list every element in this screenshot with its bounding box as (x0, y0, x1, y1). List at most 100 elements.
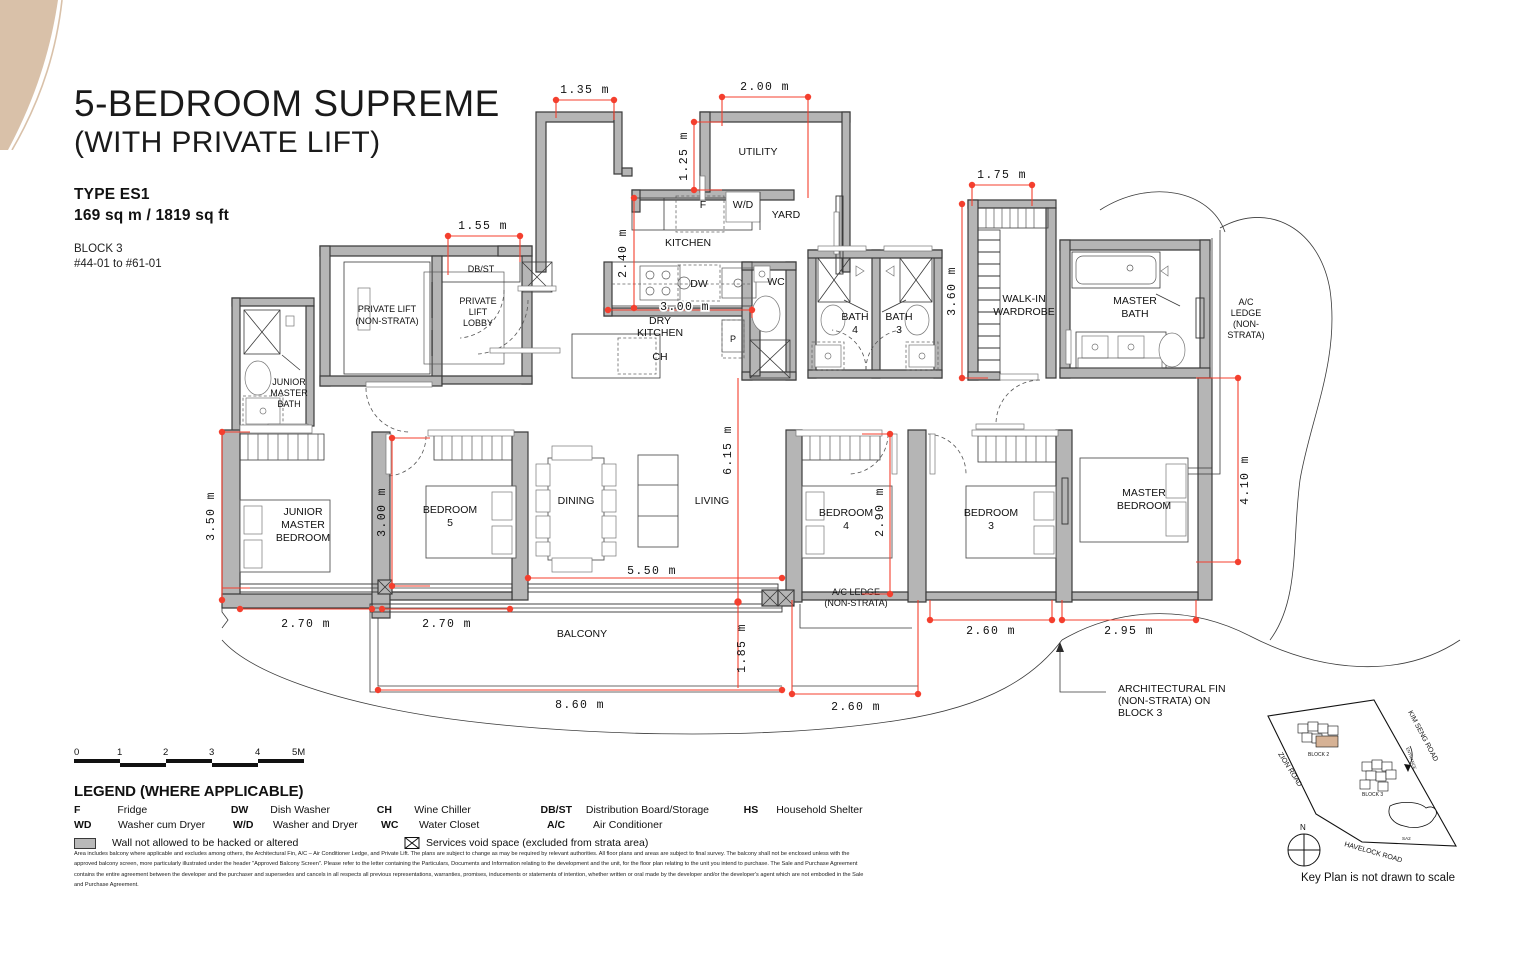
dim-2-00: 2.00 m (740, 81, 790, 94)
dim-1-25: 1.25 m (678, 131, 691, 181)
room-label-lift-lobby-1: PRIVATE (459, 296, 496, 306)
room-labels: UTILITY YARD KITCHEN DRY KITCHEN WC DB/S… (270, 146, 1264, 640)
unit-range: #44-01 to #61-01 (74, 258, 162, 271)
dim-1-75: 1.75 m (977, 169, 1027, 182)
svg-text:P: P (730, 334, 736, 344)
keyplan-north-label: N (1300, 823, 1306, 832)
block-info: BLOCK 3 #44-01 to #61-01 (74, 242, 500, 273)
room-label-jm-bedroom-3: BEDROOM (276, 532, 330, 544)
title-block: 5-BEDROOM SUPREME (WITH PRIVATE LIFT) TY… (74, 84, 500, 273)
legend-abbr-ac: A/C (547, 819, 566, 832)
dim-3-50: 3.50 m (205, 491, 218, 541)
scale-tick-2: 2 (163, 747, 168, 758)
room-label-ac-ledge-r-3: (NON- (1233, 319, 1259, 329)
dim-8-60: 8.60 m (555, 699, 605, 712)
scale-tick-4: 4 (255, 747, 260, 758)
dim-1-85: 1.85 m (736, 623, 749, 673)
legend-abbr-wslashd: W/D (233, 819, 254, 832)
scale-bar: 0 1 2 3 4 5M (74, 747, 305, 767)
dim-2-60-right: 2.60 m (966, 625, 1016, 638)
legend-text-hs: Household Shelter (776, 804, 863, 816)
arch-fin-line2: (NON-STRATA) ON (1118, 695, 1210, 707)
dimension-lines: 1.35 m 2.00 m 1.25 m 1.55 m 2.40 m (205, 81, 1252, 714)
legend-text-void-note: Services void space (excluded from strat… (426, 837, 649, 850)
legend: LEGEND (WHERE APPLICABLE) F Fridge DW Di… (74, 783, 934, 851)
room-label-living: LIVING (695, 495, 729, 507)
services-void-icon (404, 837, 420, 850)
room-label-utility: UTILITY (738, 146, 777, 158)
keyplan-block3-label: BLOCK 3 (1362, 792, 1383, 798)
page-subtitle: (WITH PRIVATE LIFT) (74, 125, 381, 159)
keyplan-road-zion: ZION ROAD (1276, 751, 1303, 788)
dim-3-00-kitchen: 3.00 m (660, 301, 710, 314)
room-label-bath3-1: BATH (885, 311, 912, 323)
room-label-private-lift-1: PRIVATE LIFT (358, 304, 417, 314)
legend-text-wd: Washer cum Dryer (118, 819, 206, 832)
disclaimer-text: Area includes balcony where applicable a… (74, 851, 864, 889)
legend-abbr-wd: WD (74, 819, 92, 832)
keyplan-sa-label: SA2 (1402, 836, 1411, 841)
page-title: 5-BEDROOM SUPREME (74, 83, 500, 124)
room-label-master-bedroom-1: MASTER (1122, 487, 1166, 499)
appliance-washer-dryer: W/D (733, 199, 754, 211)
room-label-jm-bedroom-1: JUNIOR (283, 506, 323, 518)
room-label-bath4-1: BATH (841, 311, 868, 323)
wall-swatch-icon (74, 837, 96, 849)
arch-fin-line3: BLOCK 3 (1118, 707, 1163, 719)
legend-row-2: WD Washer cum Dryer W/D Washer and Dryer… (74, 818, 934, 833)
legend-title: LEGEND (WHERE APPLICABLE) (74, 783, 304, 800)
keyplan-road-havelock: HAVELOCK ROAD (1343, 841, 1402, 864)
dim-2-95: 2.95 m (1104, 625, 1154, 638)
dim-3-60: 3.60 m (946, 266, 959, 316)
room-label-wardrobe-2: WARDROBE (993, 306, 1054, 318)
room-label-master-bedroom-2: BEDROOM (1117, 500, 1171, 512)
room-label-yard: YARD (772, 209, 801, 221)
annotation-architectural-fin: ARCHITECTURAL FIN (NON-STRATA) ON BLOCK … (1056, 642, 1226, 719)
wall-structure (221, 111, 1213, 619)
legend-abbr-f: F (74, 804, 81, 816)
plan-outlines: P (221, 175, 1461, 735)
scale-tick-5: 5M (292, 747, 305, 758)
legend-abbr-wc: WC (381, 819, 399, 832)
legend-text-wc: Water Closet (419, 819, 480, 832)
legend-text-dbst: Distribution Board/Storage (585, 804, 710, 816)
legend-text-ch: Wine Chiller (414, 804, 471, 816)
room-label-jm-bedroom-2: MASTER (281, 519, 325, 531)
dim-5-50: 5.50 m (627, 565, 677, 578)
room-label-master-bath-1: MASTER (1113, 295, 1157, 307)
dim-2-70-b: 2.70 m (422, 618, 472, 631)
scale-tick-3: 3 (209, 747, 214, 758)
dim-2-70-a: 2.70 m (281, 618, 331, 631)
legend-abbr-dbst: DB/ST (540, 804, 573, 816)
legend-abbr-dw: DW (230, 804, 249, 816)
room-label-ac-ledge-r-1: A/C (1238, 297, 1254, 307)
legend-abbr-ch: CH (376, 804, 392, 816)
legend-rows: F Fridge DW Dish Washer CH Wine Chiller … (74, 803, 934, 851)
legend-abbr-hs: HS (743, 804, 759, 816)
dim-4-10: 4.10 m (1239, 455, 1252, 505)
room-label-bedroom3-2: 3 (988, 520, 994, 532)
room-label-bedroom5-2: 5 (447, 517, 453, 529)
keyplan-caption: Key Plan is not drawn to scale (1300, 872, 1456, 884)
room-label-wardrobe-1: WALK-IN (1002, 293, 1045, 305)
dim-6-15: 6.15 m (722, 425, 735, 475)
room-label-jm-bath-1: JUNIOR (272, 377, 306, 387)
dim-1-55: 1.55 m (458, 220, 508, 233)
dim-2-60-bottom: 2.60 m (831, 701, 881, 714)
block-number: BLOCK 3 (74, 242, 123, 255)
appliance-fridge: F (700, 199, 706, 211)
room-label-wc: WC (767, 276, 785, 288)
unit-area: 169 sq m / 1819 sq ft (74, 206, 229, 224)
room-label-jm-bath-3: BATH (277, 399, 300, 409)
room-label-dining: DINING (558, 495, 595, 507)
room-label-private-lift-2: (NON-STRATA) (355, 316, 418, 326)
room-label-lift-lobby-3: LOBBY (463, 318, 493, 328)
room-label-db-st: DB/ST (468, 264, 495, 274)
scale-tick-1: 1 (117, 747, 122, 758)
room-label-lift-lobby-2: LIFT (469, 307, 488, 317)
dim-3-00-bed5: 3.00 m (376, 487, 389, 537)
room-label-bath3-2: 3 (896, 324, 902, 336)
appliance-wine-chiller: CH (652, 351, 667, 363)
